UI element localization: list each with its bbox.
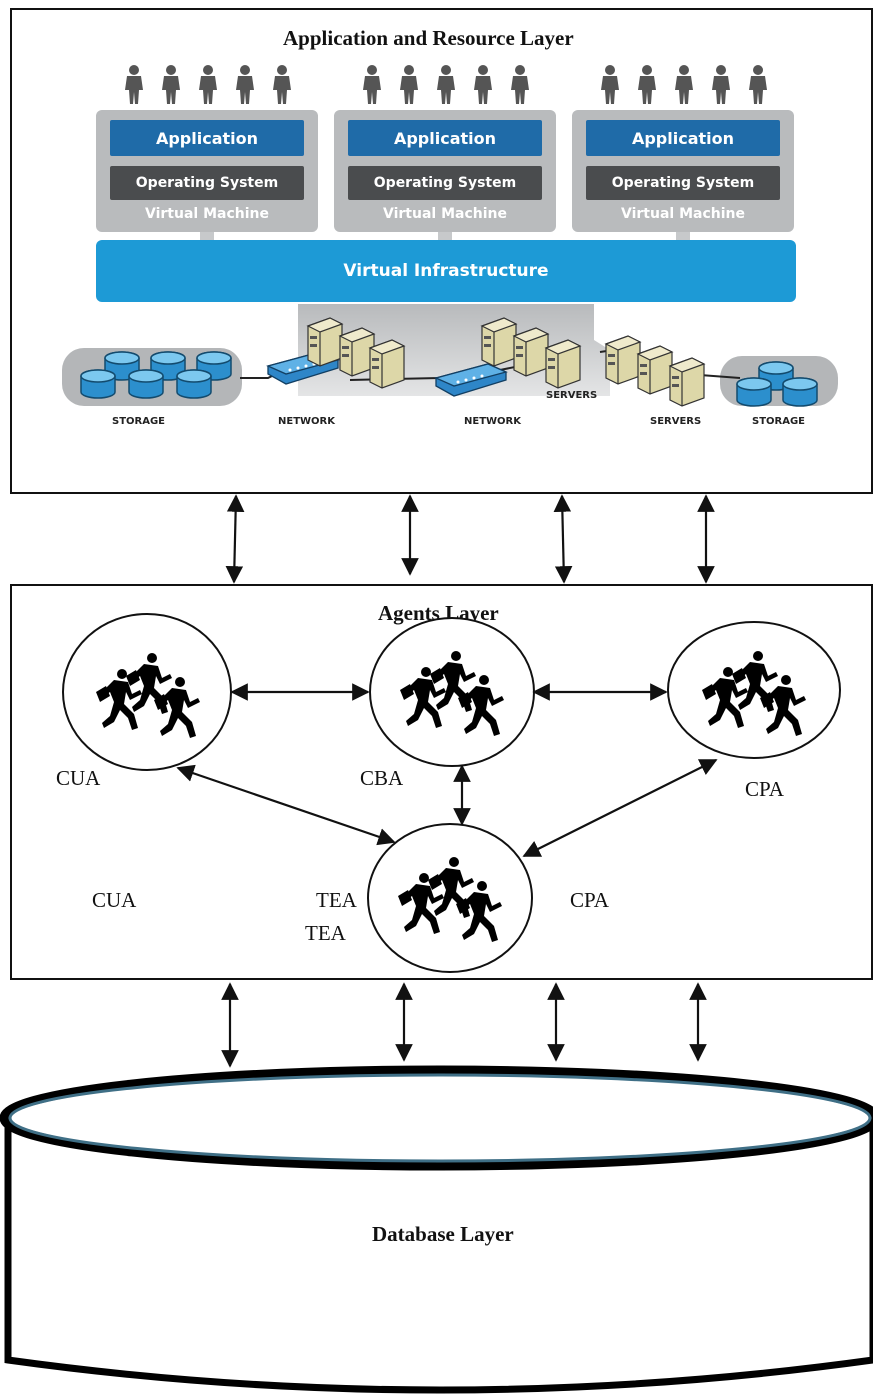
- operating-system-block: Operating System: [110, 166, 304, 200]
- label-cpa-bottom: CPA: [570, 888, 609, 912]
- virtual-machine-label: Virtual Machine: [145, 206, 269, 222]
- virtual-machine-label: Virtual Machine: [383, 206, 507, 222]
- virtual-infrastructure-bar: Virtual Infrastructure: [96, 240, 796, 302]
- label-cba: CBA: [360, 766, 404, 790]
- label-cua-bottom: CUA: [92, 888, 137, 912]
- label-cua-top: CUA: [56, 766, 101, 790]
- virtual-machine-1: Application Operating System Virtual Mac…: [96, 110, 318, 232]
- servers-lower-label: SERVERS: [650, 416, 702, 427]
- storage-left-label: STORAGE: [112, 416, 166, 427]
- vm-connector: [200, 232, 214, 242]
- arrow-cua-tea: [176, 764, 396, 846]
- application-block: Application: [110, 120, 304, 156]
- network-left-label: NETWORK: [278, 416, 336, 427]
- virtual-machine-3: Application Operating System Virtual Mac…: [572, 110, 794, 232]
- network-mid-label: NETWORK: [464, 416, 522, 427]
- virtual-machine-2: Application Operating System Virtual Mac…: [334, 110, 556, 232]
- operating-system-block: Operating System: [586, 166, 780, 200]
- application-block: Application: [586, 120, 780, 156]
- application-block: Application: [348, 120, 542, 156]
- label-cpa-top: CPA: [745, 777, 784, 801]
- database-layer-title: Database Layer: [372, 1222, 514, 1246]
- agents-diagram: [62, 613, 841, 973]
- vm-connector: [676, 232, 690, 242]
- label-tea-2: TEA: [305, 921, 346, 945]
- operating-system-block: Operating System: [348, 166, 542, 200]
- virtual-machine-label: Virtual Machine: [621, 206, 745, 222]
- label-tea-1: TEA: [316, 888, 357, 912]
- agent-tea-node: [367, 823, 533, 973]
- arrow-cpa-tea: [522, 759, 718, 857]
- hardware-diagram: [62, 304, 838, 407]
- servers-upper-label: SERVERS: [546, 390, 598, 401]
- agent-cpa-node: [667, 621, 841, 759]
- app-layer-title: Application and Resource Layer: [283, 26, 574, 50]
- vm-connector: [438, 232, 452, 242]
- storage-right-label: STORAGE: [752, 416, 806, 427]
